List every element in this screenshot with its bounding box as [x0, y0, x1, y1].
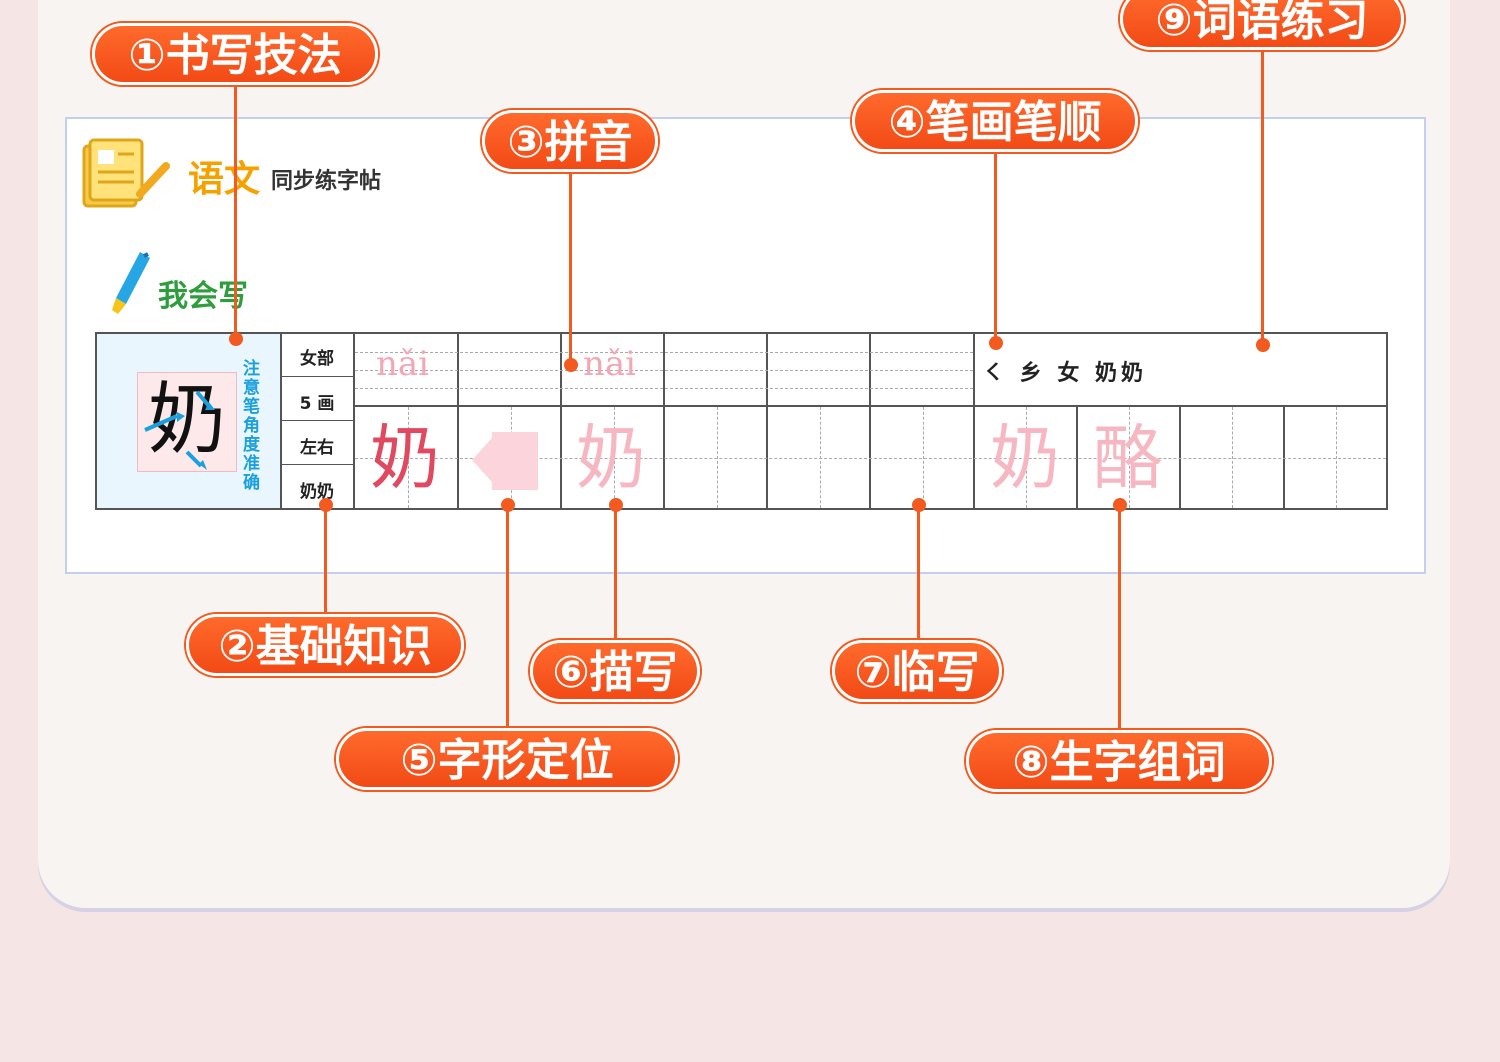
- connector-5: [506, 504, 509, 730]
- connector-7: [917, 504, 920, 644]
- document-title: 语文: [188, 159, 261, 200]
- model-character-box: [137, 372, 237, 472]
- connector-9: [1261, 44, 1264, 344]
- trace-char-dark: 奶: [370, 417, 440, 499]
- stroke-order: ㇛ 乡 女 奶奶: [982, 361, 1147, 386]
- callout-tracing: ⑥描写: [530, 640, 700, 702]
- callout-writing-technique: ①书写技法: [92, 23, 378, 85]
- pen-icon: [112, 252, 150, 314]
- practice-sheet: [65, 117, 1426, 574]
- connector-3: [569, 170, 572, 366]
- pinyin-1: nǎi: [376, 344, 430, 384]
- connector-dot-7: [912, 498, 926, 512]
- stroke-count-cell: 5 画: [299, 394, 335, 414]
- connector-dot-4: [989, 336, 1003, 350]
- callout-shape-position: ⑤字形定位: [336, 728, 678, 790]
- word-char-2: 酪: [1093, 417, 1163, 499]
- character-shape-frame: [472, 432, 538, 490]
- connector-dot-1: [229, 332, 243, 346]
- trace-char-light: 奶: [576, 417, 646, 499]
- stroke-angle-arrows-icon: [144, 390, 215, 470]
- structure-cell: 左右: [300, 438, 334, 458]
- pinyin-2: nǎi: [583, 344, 637, 384]
- connector-dot-9: [1256, 338, 1270, 352]
- connector-dot-3: [564, 358, 578, 372]
- word-cell: 奶奶: [300, 482, 334, 502]
- connector-6: [614, 504, 617, 644]
- model-character: 奶: [147, 375, 226, 465]
- technique-tip: 注意笔角度准确: [243, 359, 260, 493]
- connector-4: [994, 148, 997, 344]
- word-char-1: 奶: [990, 417, 1060, 499]
- callout-stroke-order: ④笔画笔顺: [852, 90, 1138, 152]
- connector-dot-5: [501, 498, 515, 512]
- connector-1: [234, 82, 237, 338]
- radical-cell: 女部: [300, 349, 334, 369]
- callout-copying: ⑦临写: [832, 640, 1002, 702]
- callout-basic-knowledge: ②基础知识: [186, 614, 464, 676]
- document-subtitle: 同步练字帖: [271, 169, 382, 194]
- callout-word-building: ⑧生字组词: [966, 730, 1272, 792]
- connector-dot-8: [1113, 498, 1127, 512]
- connector-8: [1118, 504, 1121, 732]
- document-icon: [82, 138, 170, 208]
- connector-dot-2: [319, 498, 333, 512]
- section-title: 我会写: [158, 279, 248, 314]
- callout-pinyin: ③拼音: [482, 110, 658, 172]
- connector-dot-6: [609, 498, 623, 512]
- callout-word-practice: ⑨词语练习: [1120, 0, 1404, 50]
- connector-2: [324, 504, 327, 616]
